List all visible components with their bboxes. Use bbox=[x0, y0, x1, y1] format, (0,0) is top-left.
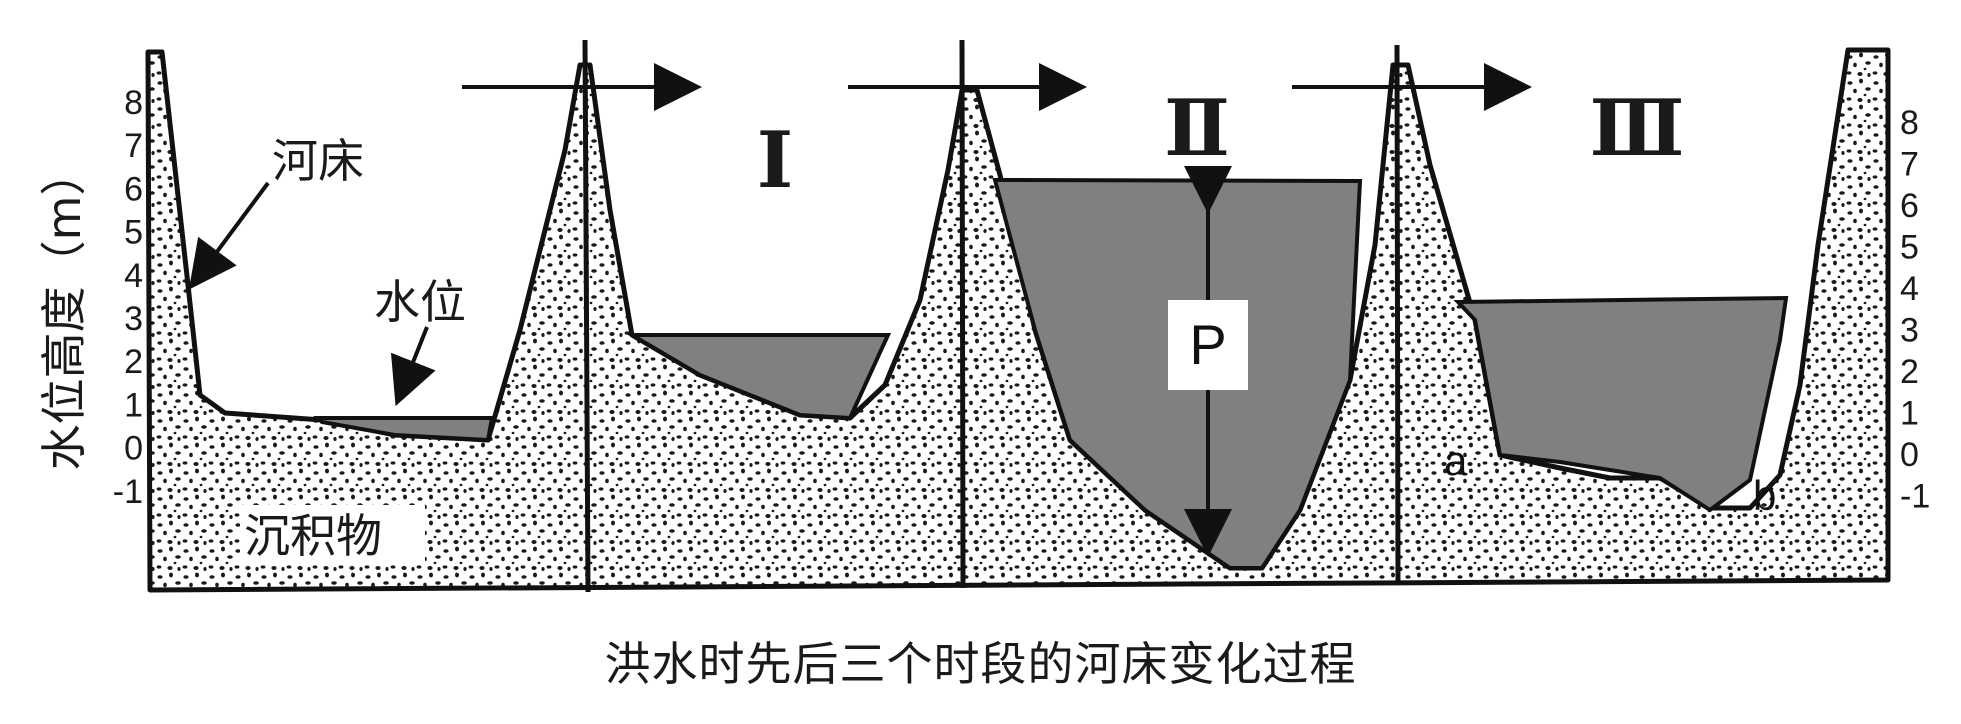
y-tick-right: 5 bbox=[1900, 229, 1919, 267]
y-tick-right: 7 bbox=[1900, 146, 1919, 184]
y-tick-right: 1 bbox=[1900, 395, 1919, 433]
divider-3 bbox=[1394, 44, 1401, 586]
y-axis-ticks-right: 8 76 54 32 10 -1 bbox=[1900, 104, 1930, 516]
divider-1 bbox=[582, 39, 591, 593]
y-tick-right: -1 bbox=[1900, 478, 1930, 516]
y-tick-left: 1 bbox=[124, 386, 143, 424]
riverbed-label: 河床 bbox=[272, 134, 364, 188]
point-b-label: b bbox=[1753, 472, 1776, 519]
y-tick-right: 8 bbox=[1900, 104, 1919, 142]
y-tick-right: 4 bbox=[1900, 270, 1919, 308]
figure-caption: 洪水时先后三个时段的河床变化过程 bbox=[604, 637, 1357, 691]
y-tick-left: -1 bbox=[113, 473, 143, 511]
divider-2 bbox=[959, 39, 966, 589]
y-axis-title: 水位高度（m） bbox=[37, 150, 91, 471]
depth-label: P bbox=[1189, 313, 1226, 376]
riverbed-pointer-arrow bbox=[188, 181, 270, 290]
y-tick-right: 6 bbox=[1900, 187, 1919, 225]
y-tick-left: 8 bbox=[124, 84, 143, 122]
y-tick-right: 3 bbox=[1900, 312, 1919, 350]
y-tick-left: 3 bbox=[124, 300, 143, 338]
stage-3-label: Ⅲ bbox=[1590, 83, 1685, 174]
y-tick-left: 6 bbox=[124, 170, 143, 208]
y-tick-left: 7 bbox=[124, 127, 143, 165]
y-tick-left: 4 bbox=[124, 257, 143, 295]
water-initial bbox=[313, 416, 495, 443]
depth-label-box bbox=[1168, 300, 1248, 390]
y-tick-left: 5 bbox=[124, 214, 143, 252]
stage-2-label: Ⅱ bbox=[1164, 83, 1230, 174]
y-tick-right: 2 bbox=[1900, 353, 1919, 391]
y-axis-ticks-left: 8 7 6 5 4 3 2 1 0 -1 bbox=[113, 84, 143, 511]
y-tick-left: 2 bbox=[124, 343, 143, 381]
sediment-label-bg bbox=[240, 505, 425, 565]
stage-1-label: Ⅰ bbox=[757, 115, 794, 206]
water-level-pointer-arrow bbox=[390, 326, 436, 407]
y-tick-right: 0 bbox=[1900, 436, 1919, 474]
y-tick-left: 0 bbox=[124, 430, 143, 468]
water-stage-1 bbox=[624, 333, 892, 421]
water-stage-3 bbox=[1453, 295, 1789, 513]
sediment-label: 沉积物 bbox=[244, 509, 382, 563]
water-level-label: 水位 bbox=[374, 275, 466, 329]
point-a-label: a bbox=[1444, 437, 1468, 484]
